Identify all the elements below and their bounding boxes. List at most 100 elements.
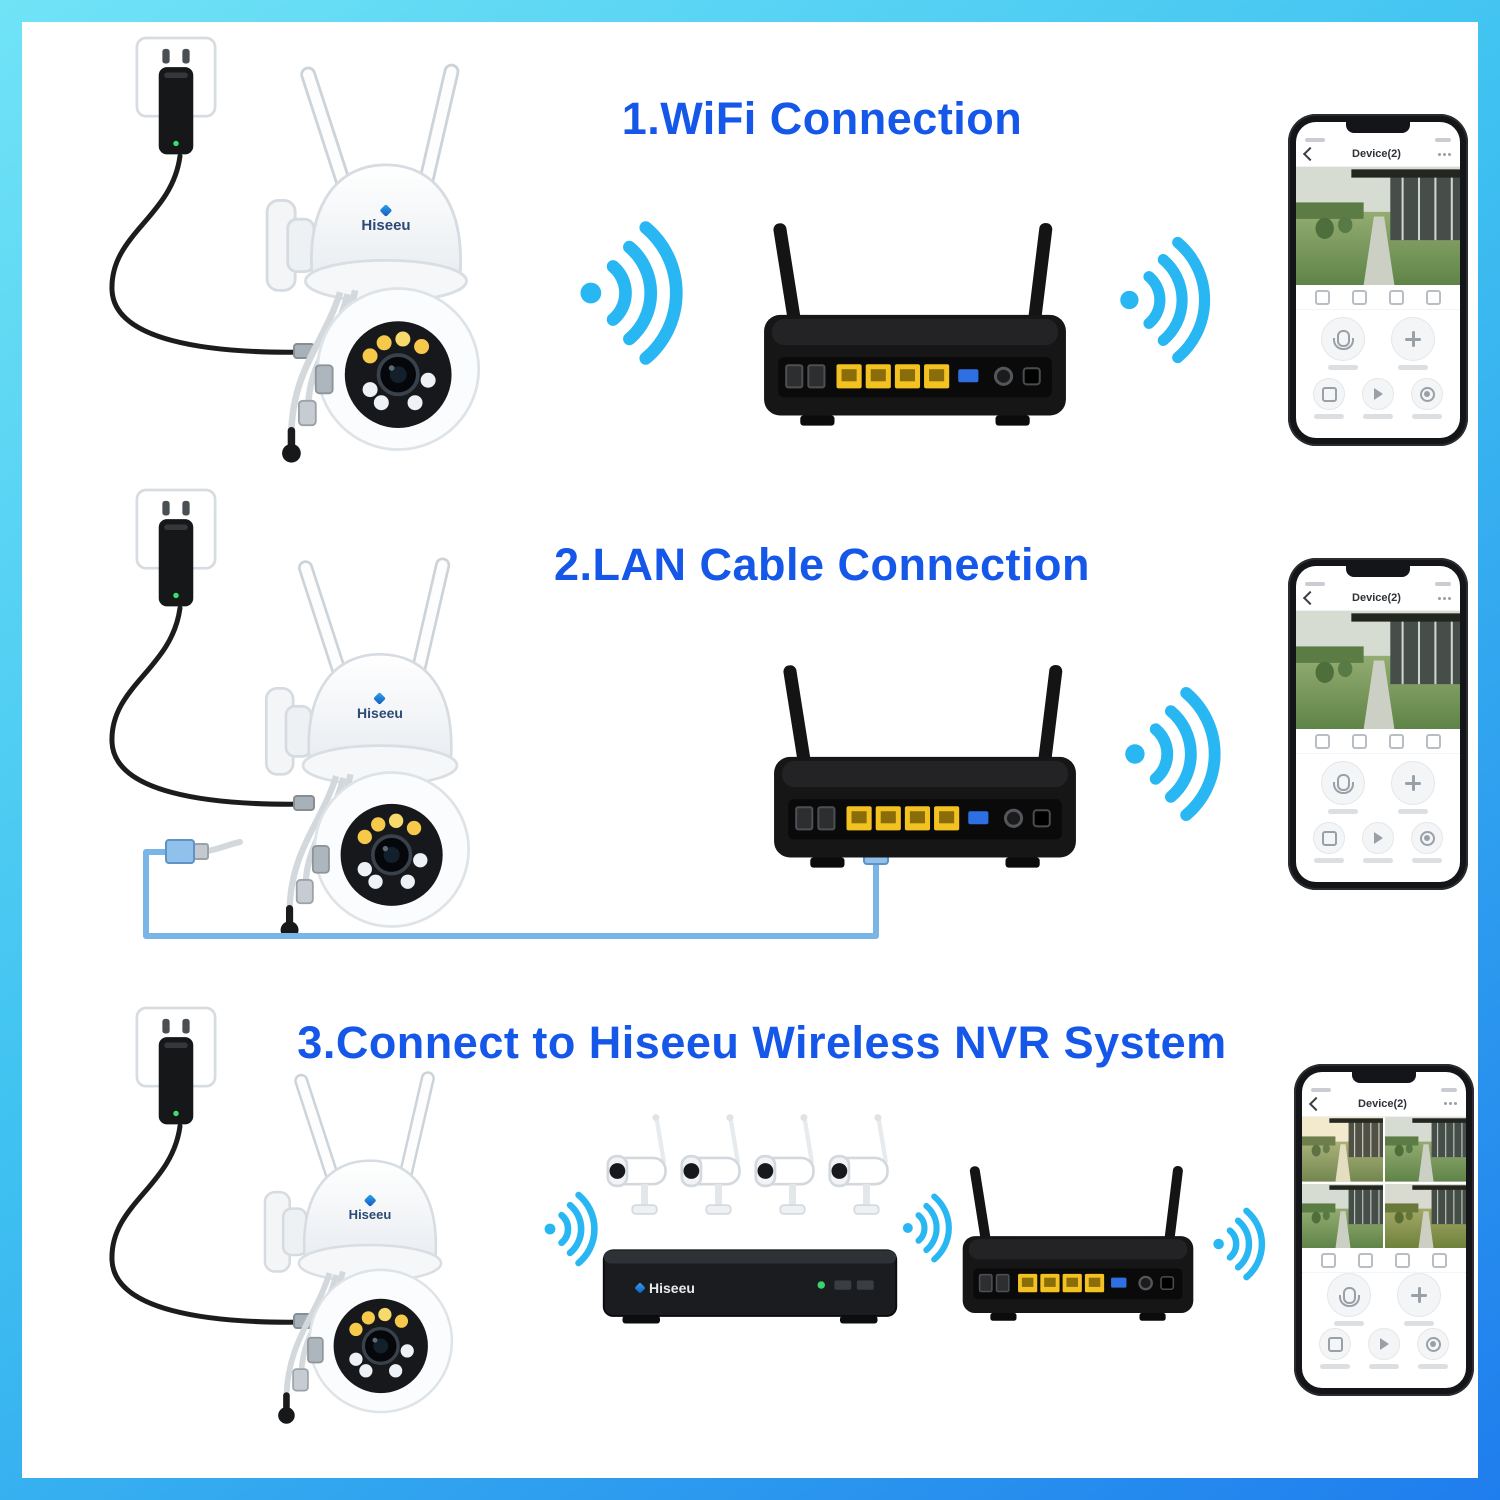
ptz-button — [1396, 1273, 1441, 1327]
app-bar: Device(2) — [1296, 142, 1460, 167]
app-bar: Device(2) — [1296, 586, 1460, 611]
quick-action-icon — [1315, 733, 1330, 749]
quick-action-icon — [1395, 1252, 1410, 1268]
phone-status-bar — [1302, 1072, 1466, 1092]
voice-button — [1362, 822, 1394, 863]
microphone-button — [1321, 316, 1366, 370]
camera-feed-tile — [1385, 1117, 1466, 1182]
nvr-system: Hiseeu — [600, 1094, 900, 1344]
ptz-camera: Hiseeu — [250, 60, 522, 472]
quick-action-icon — [1389, 733, 1404, 749]
phone-screen: Device(2) — [1302, 1072, 1466, 1388]
camera-live-view — [1296, 611, 1460, 729]
quick-action-icon — [1432, 1252, 1447, 1268]
phone-screen: Device(2) — [1296, 122, 1460, 438]
wifi-router — [764, 664, 1086, 886]
back-icon — [1302, 146, 1318, 162]
voice-button — [1362, 378, 1394, 419]
camera-brand: Hiseeu — [349, 1194, 391, 1221]
smartphone: Device(2) — [1294, 1064, 1474, 1396]
microphone-icon — [1332, 774, 1354, 794]
record-icon — [1425, 1336, 1441, 1352]
speaker-icon — [1373, 388, 1383, 400]
quick-action-icon — [1426, 733, 1441, 749]
microphone-button — [1327, 1273, 1372, 1327]
voice-button — [1368, 1328, 1400, 1370]
ptz-button — [1390, 760, 1435, 814]
ptz-button — [1390, 316, 1435, 370]
microphone-icon — [1338, 1286, 1360, 1307]
recording-button — [1411, 822, 1443, 863]
wifi-signal-icon — [1104, 234, 1236, 366]
quick-action-icon — [1426, 289, 1441, 305]
main-controls-row — [1302, 1273, 1466, 1327]
section-title-nvr: 3.Connect to Hiseeu Wireless NVR System — [297, 1017, 1227, 1069]
app-title: Device(2) — [1352, 592, 1401, 604]
phone-notch — [1346, 122, 1410, 133]
camera-feed-tile — [1302, 1184, 1383, 1249]
ptz-pad-icon — [1410, 1287, 1427, 1304]
screenshot-icon — [1321, 830, 1337, 846]
secondary-controls-row — [1296, 820, 1460, 882]
quick-action-icon — [1352, 289, 1367, 305]
app-title: Device(2) — [1358, 1097, 1407, 1110]
bullet-camera — [828, 1112, 898, 1244]
quick-actions-row — [1302, 1248, 1466, 1274]
brand-logo-icon — [373, 692, 387, 705]
smartphone: Device(2) — [1288, 558, 1468, 890]
record-icon — [1419, 830, 1435, 846]
bullet-camera — [606, 1112, 676, 1244]
wifi-signal-icon — [1204, 1206, 1280, 1282]
main-controls-row — [1296, 754, 1460, 820]
menu-icon — [1437, 596, 1441, 600]
poster-content: 1.WiFi Connection Hiseeu Device(2) — [22, 22, 1478, 1478]
quick-action-icon — [1315, 289, 1330, 305]
nvr-brand: Hiseeu — [634, 1280, 695, 1296]
bullet-camera — [680, 1112, 750, 1244]
wifi-router — [955, 1164, 1201, 1336]
ptz-camera: Hiseeu — [250, 554, 510, 948]
quick-action-icon — [1352, 733, 1367, 749]
ptz-pad-icon — [1404, 330, 1421, 347]
secondary-controls-row — [1302, 1326, 1466, 1388]
brand-logo-icon — [363, 1194, 377, 1207]
phone-screen: Device(2) — [1296, 566, 1460, 882]
quick-action-icon — [1389, 289, 1404, 305]
microphone-icon — [1332, 330, 1354, 350]
screenshot-button — [1313, 378, 1345, 419]
screenshot-icon — [1321, 386, 1337, 402]
camera-brand: Hiseeu — [357, 692, 403, 720]
screenshot-button — [1319, 1328, 1351, 1370]
quick-actions-row — [1296, 729, 1460, 754]
phone-notch — [1352, 1072, 1416, 1083]
record-icon — [1419, 386, 1435, 402]
app-title: Device(2) — [1352, 148, 1401, 160]
smartphone: Device(2) — [1288, 114, 1468, 446]
camera-brand: Hiseeu — [361, 204, 411, 233]
quick-action-icon — [1321, 1252, 1336, 1268]
brand-logo-icon — [634, 1282, 646, 1294]
power-cable — [109, 605, 315, 811]
recording-button — [1417, 1328, 1449, 1370]
section-title-wifi: 1.WiFi Connection — [621, 93, 1023, 145]
multi-camera-grid-view — [1302, 1116, 1466, 1249]
screenshot-icon — [1327, 1336, 1343, 1352]
app-bar: Device(2) — [1302, 1092, 1466, 1117]
phone-status-bar — [1296, 122, 1460, 142]
back-icon — [1308, 1096, 1324, 1111]
section-title-lan: 2.LAN Cable Connection — [553, 539, 1091, 591]
secondary-controls-row — [1296, 376, 1460, 438]
quick-actions-row — [1296, 285, 1460, 310]
wifi-signal-icon — [1108, 684, 1248, 824]
speaker-icon — [1379, 1338, 1389, 1351]
ptz-pad-icon — [1404, 774, 1421, 791]
camera-live-view — [1296, 167, 1460, 285]
main-controls-row — [1296, 310, 1460, 376]
phone-notch — [1346, 566, 1410, 577]
bullet-camera — [754, 1112, 824, 1244]
microphone-button — [1321, 760, 1366, 814]
menu-icon — [1437, 152, 1441, 156]
brand-logo-icon — [379, 204, 393, 217]
camera-feed-tile — [1385, 1184, 1466, 1249]
